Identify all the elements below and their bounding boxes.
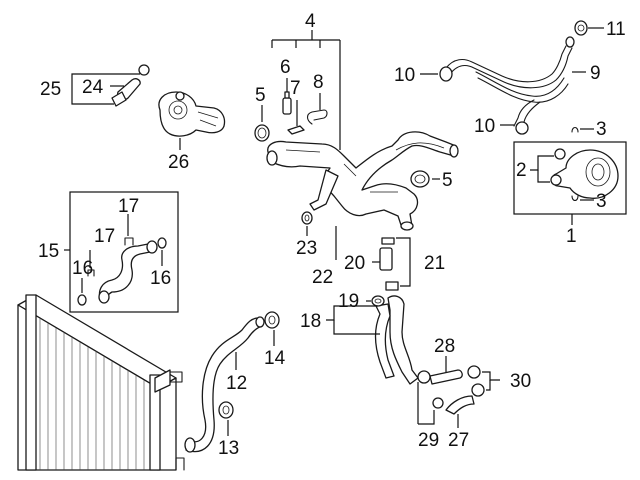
hose-27	[445, 395, 475, 415]
callout-27: 27	[448, 430, 469, 451]
callout-16-right: 16	[150, 268, 171, 289]
clamp-30-upper	[467, 365, 481, 379]
callout-6: 6	[280, 57, 291, 78]
seal-5-lower	[410, 170, 430, 188]
heater-hose-pair	[445, 36, 575, 129]
leader-lines	[64, 27, 604, 436]
callout-numbers: 1 2 3 3 4 5 5 6 7 8 9 10 10 11 12 13 14 …	[38, 11, 626, 459]
callout-17-lower: 17	[94, 226, 115, 247]
callout-10-upper: 10	[394, 65, 415, 86]
callout-19: 19	[338, 291, 359, 312]
callout-10-lower: 10	[474, 116, 495, 137]
callout-5-lower: 5	[442, 170, 453, 191]
fitting-24	[111, 64, 150, 107]
callout-16-left: 16	[72, 258, 93, 279]
clip-7	[287, 125, 305, 135]
callout-5-upper: 5	[255, 85, 266, 106]
callout-12: 12	[226, 373, 247, 394]
callout-2: 2	[516, 160, 527, 181]
callout-22: 22	[312, 267, 333, 288]
clamp-21-lower	[385, 281, 399, 291]
clip-8	[306, 109, 328, 125]
callout-8: 8	[313, 72, 324, 93]
callout-11: 11	[606, 19, 626, 40]
water-pump	[158, 91, 226, 137]
clamp-10-upper	[439, 66, 453, 82]
callout-24: 24	[82, 77, 104, 98]
callout-28: 28	[434, 336, 455, 357]
callout-15: 15	[38, 241, 59, 262]
lower-radiator-hose	[184, 316, 265, 453]
hose-assembly-15	[69, 191, 179, 313]
hose-28	[429, 369, 463, 385]
sensor-6	[282, 91, 292, 115]
callout-3-lower: 3	[596, 191, 607, 212]
callout-3-upper: 3	[596, 119, 607, 140]
clamp-21-upper	[381, 237, 395, 245]
callout-20: 20	[344, 253, 365, 274]
seal-19	[371, 295, 385, 307]
hose-clamp-13	[218, 401, 234, 419]
callout-29: 29	[418, 430, 439, 451]
clamp-10-lower	[515, 121, 529, 135]
callout-17-upper: 17	[118, 196, 139, 217]
clamp-11	[574, 20, 588, 36]
callout-9: 9	[590, 63, 601, 84]
callout-7: 7	[290, 78, 301, 99]
clamp-30-lower	[471, 383, 485, 397]
clamp-29-upper	[417, 370, 431, 384]
callout-23: 23	[296, 238, 317, 259]
coolant-hose-18	[374, 295, 419, 385]
sensor-20	[379, 247, 393, 271]
thermostat-housing-box	[513, 126, 627, 215]
callout-21: 21	[424, 253, 445, 274]
callout-30: 30	[510, 371, 531, 392]
clamp-29-lower	[432, 397, 444, 409]
callout-1: 1	[566, 226, 577, 247]
seal-23	[301, 211, 313, 225]
callout-26: 26	[168, 152, 189, 173]
callout-14: 14	[264, 348, 286, 369]
radiator	[17, 294, 185, 471]
callout-4: 4	[305, 11, 316, 32]
hose-clamp-14	[264, 311, 280, 329]
callout-13: 13	[218, 438, 239, 459]
callout-18: 18	[300, 311, 321, 332]
seal-5-upper	[254, 124, 270, 142]
coolant-pipe-assembly	[266, 131, 459, 231]
callout-25: 25	[40, 79, 61, 100]
